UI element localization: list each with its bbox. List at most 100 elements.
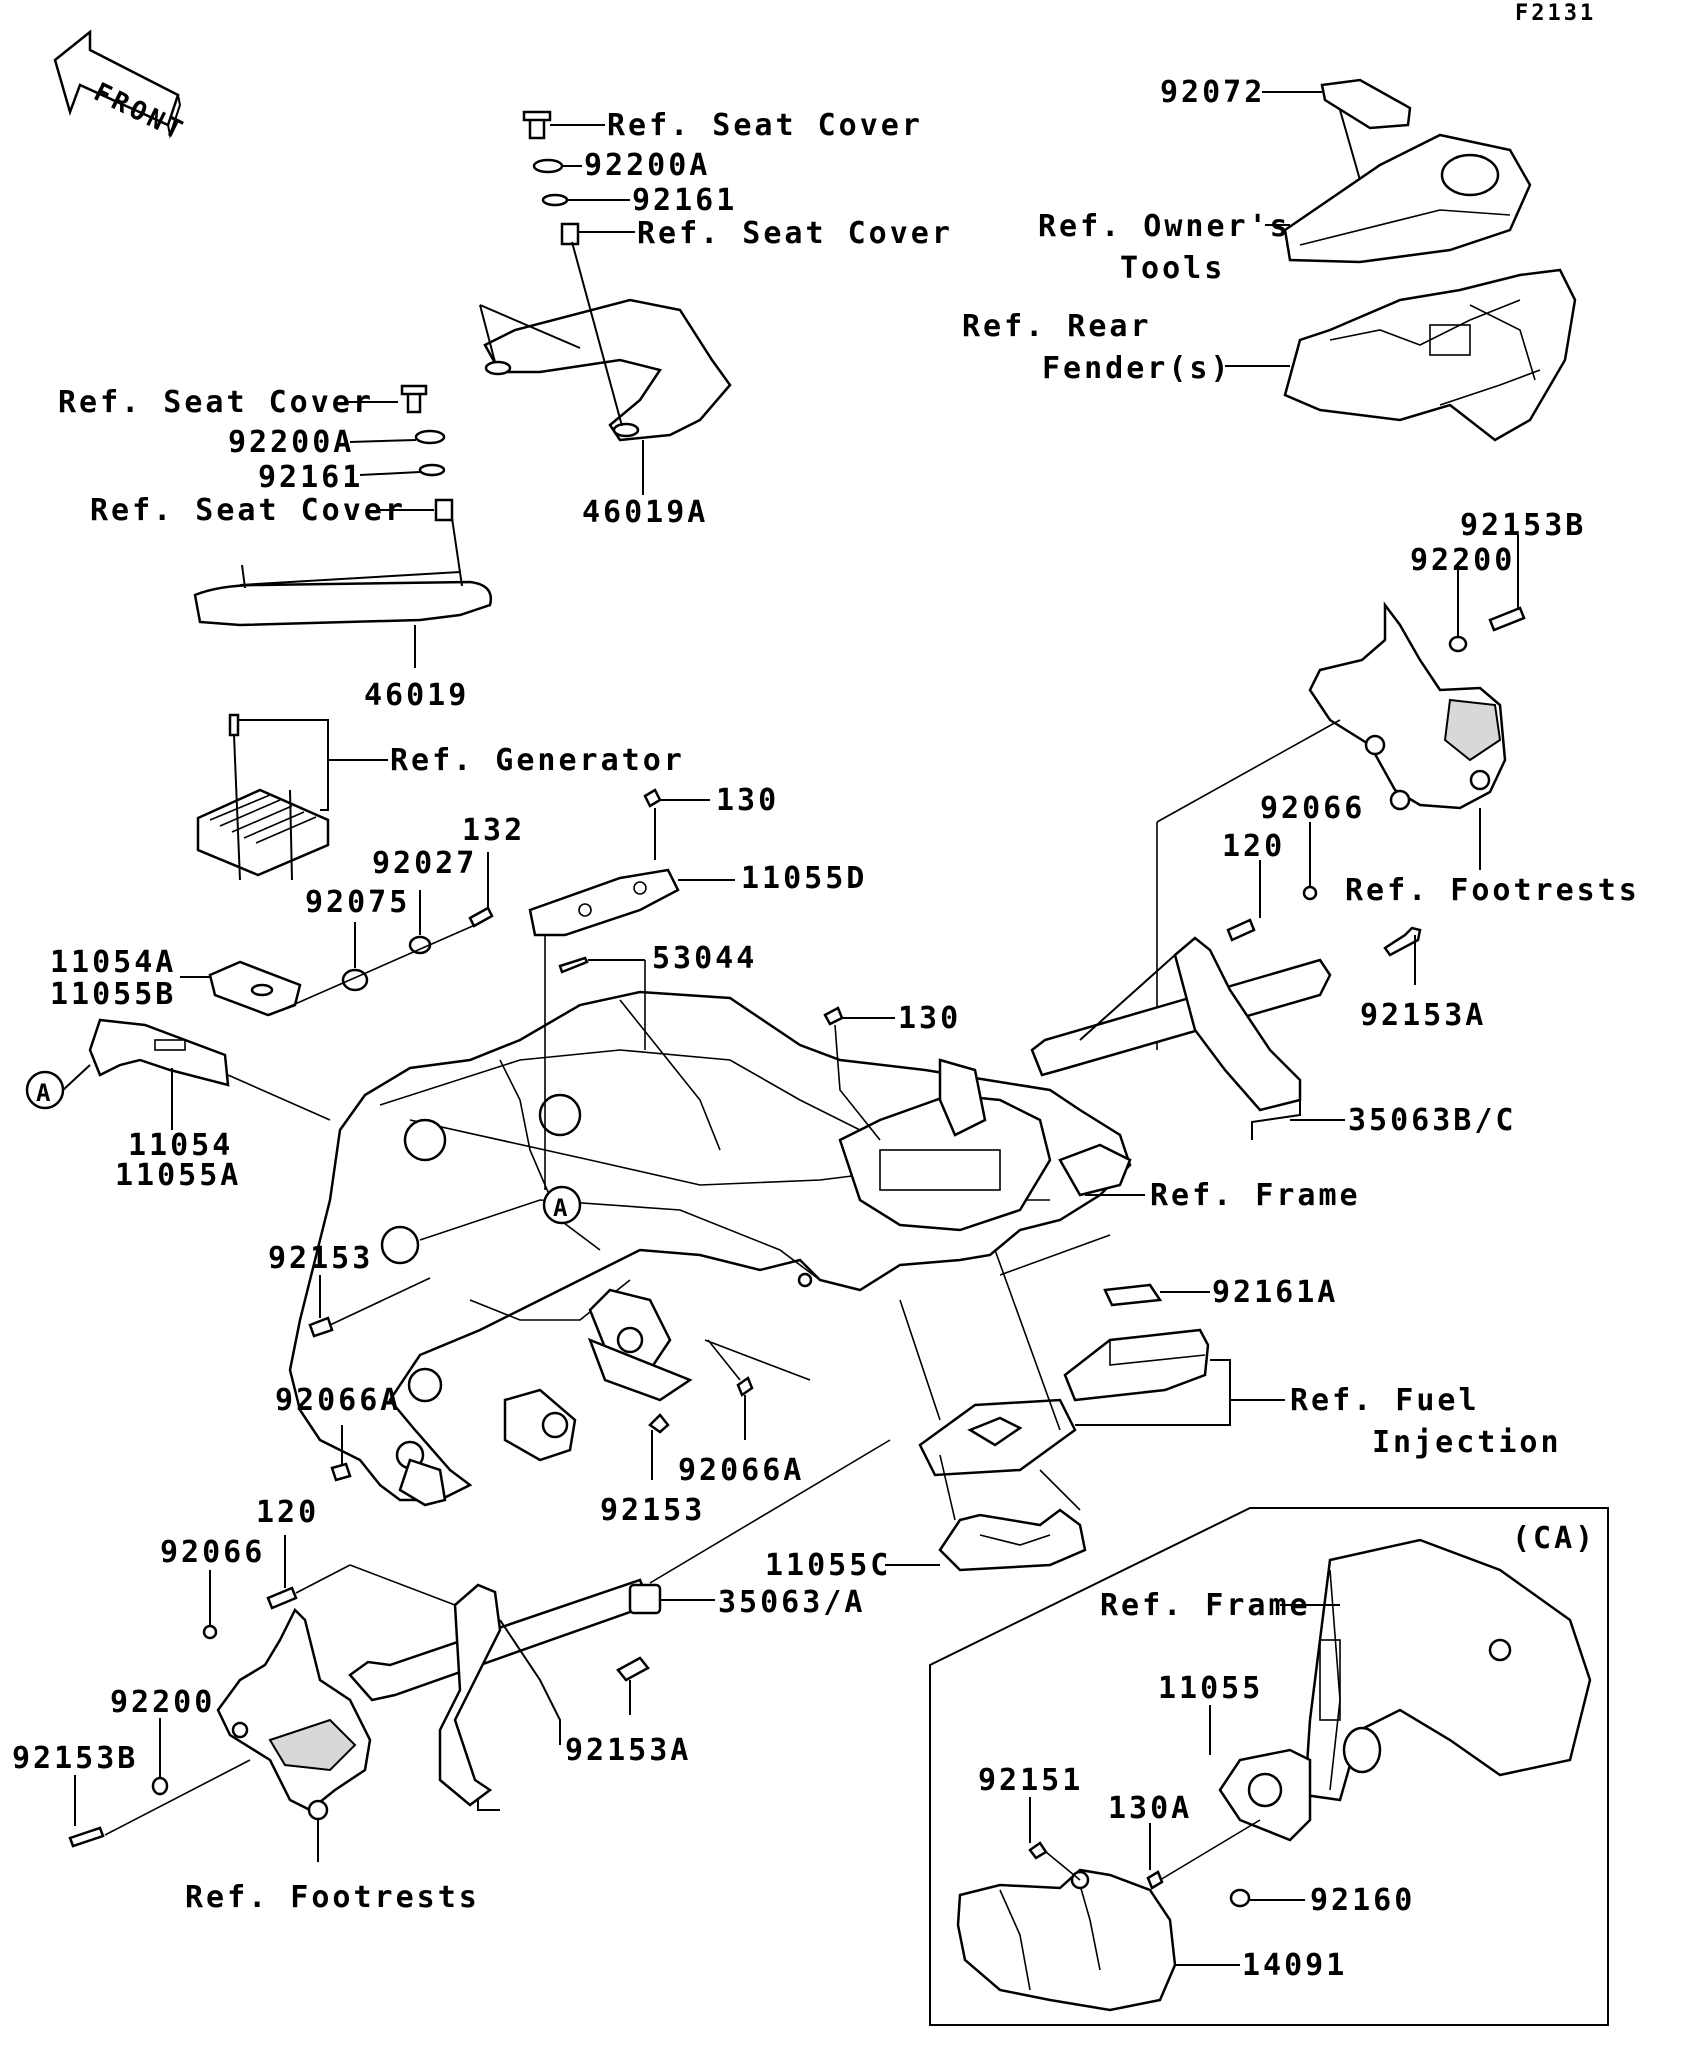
bracket-11054 [88, 1018, 230, 1087]
label-11055: 11055 [1158, 1671, 1263, 1706]
washer-92200-right [1448, 635, 1468, 653]
fuel-injection-ecu [1063, 1328, 1210, 1402]
callout-A-left-label: A [36, 1079, 51, 1107]
grommet-92075 [341, 968, 369, 992]
label-92066-left: 92066 [160, 1535, 265, 1570]
label-11055C: 11055C [765, 1548, 891, 1583]
label-92200-left: 92200 [110, 1685, 215, 1720]
ca-inset-box: (CA) Ref. Frame 11055 92151 130A 92160 [929, 1507, 1609, 2026]
label-92153-left: 92153 [268, 1241, 373, 1276]
cover-14091 [956, 1868, 1177, 2012]
bolt-92153-center [648, 1413, 670, 1434]
label-ref-footrests-right: Ref. Footrests [1345, 873, 1640, 908]
collar-92160 [1229, 1888, 1251, 1908]
label-92066A-left: 92066A [275, 1383, 401, 1418]
label-92161A: 92161A [1212, 1275, 1338, 1310]
label-ref-rear-fender-2: Fender(s) [1042, 351, 1232, 386]
mount-plate [587, 1337, 693, 1402]
bolt-92153A-left [616, 1656, 650, 1682]
washer-92200-left [151, 1776, 169, 1796]
label-ref-fuel-injection-1: Ref. Fuel [1290, 1383, 1480, 1418]
bolt-92153B-right [1488, 606, 1526, 632]
label-53044: 53044 [652, 941, 757, 976]
label-130A: 130A [1108, 1791, 1192, 1826]
label-11054A: 11054A [50, 945, 176, 980]
tool-strap-92072 [1320, 78, 1412, 181]
label-46019: 46019 [364, 678, 469, 713]
label-92200-right: 92200 [1410, 543, 1515, 578]
footrest-bracket-right [1308, 601, 1507, 811]
stand-35063A [348, 1578, 662, 1811]
label-46019A: 46019A [582, 495, 708, 530]
bolt-130-mid [823, 1006, 844, 1026]
callout-A-frame [542, 1185, 582, 1225]
label-120-right: 120 [1222, 829, 1285, 864]
rear-fender [1283, 268, 1577, 442]
label-130-top: 130 [716, 783, 779, 818]
label-92075: 92075 [305, 885, 410, 920]
label-ref-frame-center: Ref. Frame [1150, 1178, 1361, 1213]
label-ref-seat-cover-1: Ref. Seat Cover [607, 108, 923, 143]
label-35063BC: 35063B/C [1348, 1103, 1517, 1138]
pin-53044 [558, 956, 589, 974]
front-arrow-icon: FRONT [53, 29, 190, 147]
label-11054: 11054 [128, 1128, 233, 1163]
ca-frame [1303, 1538, 1592, 1802]
bolt-92151 [1028, 1841, 1048, 1860]
bolt-120-right [1226, 918, 1256, 942]
label-92153B-right: 92153B [1460, 508, 1586, 543]
bolt-130A [1146, 1870, 1164, 1890]
bolt-130-top [643, 788, 662, 808]
main-frame [288, 990, 1132, 1507]
label-ref-seat-cover-2: Ref. Seat Cover [637, 216, 953, 251]
label-92153A-left: 92153A [565, 1733, 691, 1768]
label-ref-frame-ca: Ref. Frame [1100, 1588, 1311, 1623]
label-11055D: 11055D [741, 861, 867, 896]
label-92161-left: 92161 [258, 460, 363, 495]
label-ref-fuel-injection-2: Injection [1372, 1425, 1562, 1460]
label-92200A-left: 92200A [228, 425, 354, 460]
grab-rail-46019 [193, 384, 493, 627]
label-11055A: 11055A [115, 1158, 241, 1193]
label-132: 132 [462, 813, 525, 848]
label-92066A-center: 92066A [678, 1453, 804, 1488]
bolt-92066A-center [736, 1376, 754, 1397]
bolt-92153-left [308, 1316, 334, 1338]
label-ref-footrests-left: Ref. Footrests [185, 1880, 480, 1915]
label-92160: 92160 [1310, 1883, 1415, 1918]
tool-kit-case [1283, 133, 1532, 264]
pad-92161A [1103, 1283, 1163, 1307]
label-ref-owners-tools-2: Tools [1120, 251, 1225, 286]
label-120-left: 120 [256, 1495, 319, 1530]
ecu-tray [918, 1398, 1077, 1477]
collar-92027 [408, 935, 432, 955]
label-35063A: 35063/A [718, 1585, 865, 1620]
label-92161-top: 92161 [632, 183, 737, 218]
diagram-id: F2131 [1515, 1, 1596, 26]
bracket-11055C [938, 1508, 1087, 1572]
label-92153-center: 92153 [600, 1493, 705, 1528]
label-ref-generator: Ref. Generator [390, 743, 685, 778]
stand-35063BC [1030, 936, 1332, 1140]
label-92072: 92072 [1160, 75, 1265, 110]
bracket-11054A [208, 960, 302, 1017]
label-92153B-left: 92153B [12, 1741, 138, 1776]
bolt-120-left [266, 1586, 298, 1610]
label-11055B: 11055B [50, 977, 176, 1012]
washer-92066-right [1302, 885, 1318, 901]
label-ref-seat-cover-4: Ref. Seat Cover [90, 493, 406, 528]
label-92200A-top: 92200A [584, 148, 710, 183]
washer-92066-left [202, 1624, 218, 1640]
bolt-92153B-left [68, 1826, 105, 1848]
bolt-92066A-left [330, 1462, 352, 1482]
footrest-bracket-left [216, 1607, 372, 1821]
bolt-92153A-right [1383, 926, 1422, 957]
label-92027: 92027 [372, 846, 477, 881]
label-92066-right: 92066 [1260, 791, 1365, 826]
ca-bracket-11055 [1218, 1748, 1312, 1842]
label-14091: 14091 [1242, 1948, 1347, 1983]
regulator-generator [196, 713, 330, 881]
label-ref-seat-cover-3: Ref. Seat Cover [58, 385, 374, 420]
callout-A-frame-label: A [553, 1194, 568, 1222]
